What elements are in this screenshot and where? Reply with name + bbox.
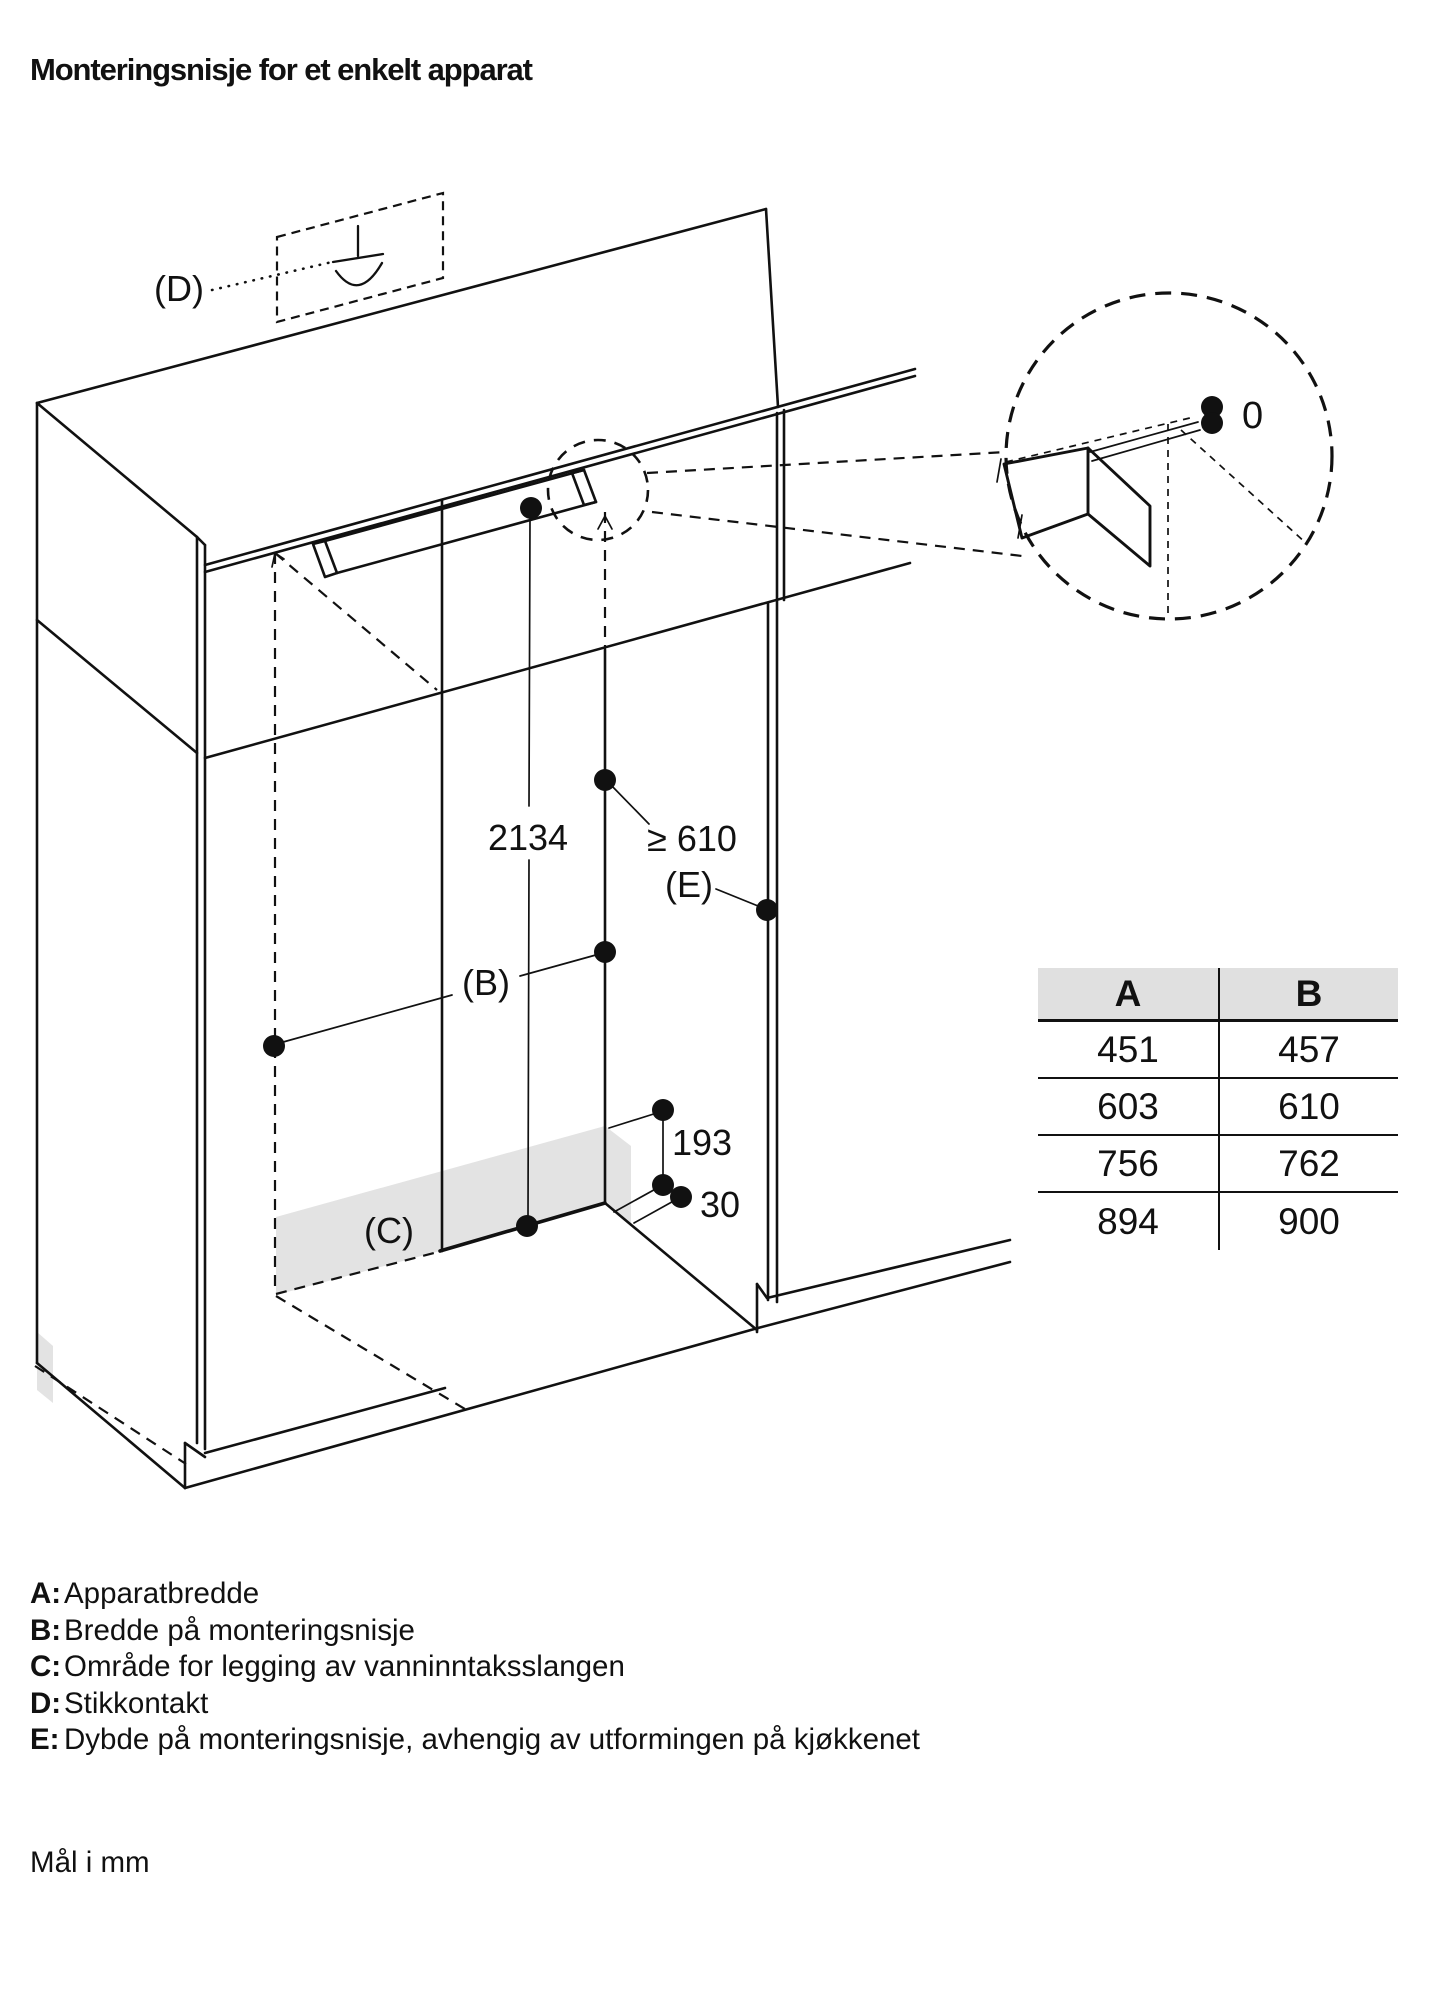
anchor-dot (594, 769, 616, 791)
label-offset-upper: 193 (672, 1122, 732, 1163)
anchor-dot (1201, 412, 1223, 434)
anchor-dot (1201, 396, 1223, 418)
legend-key: D: (30, 1686, 62, 1720)
socket-leader-dotted-line (210, 260, 334, 292)
legend-text: Dybde på monteringsnisje, avhengig av ut… (64, 1723, 920, 1757)
table-row: 603 610 (1038, 1079, 1398, 1136)
label-offset-lower: 30 (700, 1184, 740, 1225)
bracket-detail (996, 446, 1152, 568)
table-row: 894 900 (1038, 1193, 1398, 1250)
page-title: Monteringsnisje for et enkelt apparat (30, 52, 533, 87)
cell-b: 900 (1218, 1193, 1398, 1250)
legend-text: Apparatbredde (64, 1577, 260, 1610)
dimension-2134-line (527, 518, 531, 1219)
hidden-edges (34, 512, 613, 1465)
cell-b: 610 (1218, 1079, 1398, 1134)
cell-b: 762 (1218, 1136, 1398, 1191)
cell-a: 894 (1097, 1200, 1159, 1242)
dimension-table: A B 451 457 603 610 756 762 894 900 (1038, 968, 1398, 1250)
legend: A:Apparatbredde B:Bredde på monteringsni… (30, 1576, 920, 1759)
legend-key: A: (30, 1577, 62, 1610)
zero-pointer-line (1089, 421, 1199, 453)
water-hose-area-band (37, 1126, 631, 1403)
legend-item: D:Stikkontakt (30, 1686, 920, 1723)
leader-e (715, 888, 764, 909)
projection-lines (646, 450, 1023, 558)
anchor-dot (516, 1215, 538, 1237)
legend-text: Stikkontakt (64, 1686, 209, 1720)
anchor-dot (594, 941, 616, 963)
legend-key: E: (30, 1723, 60, 1757)
label-hose-ref: (C) (364, 1210, 414, 1251)
anchor-dot (652, 1174, 674, 1196)
dimension-table-header: A B (1038, 968, 1398, 1022)
label-zero: 0 (1242, 395, 1263, 437)
legend-key: B: (30, 1613, 62, 1647)
label-niche-height: 2134 (488, 817, 568, 858)
detail-zoom-circle: 0 (996, 291, 1334, 621)
anchor-dot (263, 1035, 285, 1057)
power-socket-icon (331, 224, 385, 287)
dimension-b-line (275, 952, 604, 1045)
cell-b: 457 (1218, 1022, 1398, 1077)
leader-610 (608, 782, 650, 825)
legend-item: E:Dybde på monteringsnisje, avhengig av … (30, 1722, 920, 1759)
legend-item: C:Område for legging av vanninntaksslang… (30, 1649, 920, 1686)
dimension-annotations (263, 497, 778, 1237)
socket-box (210, 191, 445, 324)
legend-text: Område for legging av vanninntaksslangen (64, 1650, 625, 1684)
column-header-a: A (1114, 972, 1142, 1014)
legend-item: A:Apparatbredde (30, 1576, 920, 1613)
detail-source-circle (546, 438, 650, 542)
legend-item: B:Bredde på monteringsnisje (30, 1613, 920, 1650)
diagram-labels: (D) 2134 ≥ 610 (E) (B) (C) 193 30 (154, 268, 740, 1251)
table-row: 756 762 (1038, 1136, 1398, 1193)
label-socket-ref: (D) (154, 268, 204, 309)
label-depth-min: ≥ 610 (647, 818, 737, 859)
legend-key: C: (30, 1650, 62, 1684)
anchor-dot (652, 1099, 674, 1121)
table-row: 451 457 (1038, 1022, 1398, 1079)
label-width-ref: (B) (462, 962, 510, 1003)
column-header-b: B (1218, 968, 1398, 1019)
anchor-dot (520, 497, 542, 519)
anchor-dot (670, 1186, 692, 1208)
cabinet-line-art (35, 207, 1012, 1490)
cell-a: 756 (1097, 1142, 1159, 1184)
cell-a: 603 (1097, 1085, 1159, 1127)
units-note: Mål i mm (30, 1846, 150, 1879)
anchor-dot (756, 899, 778, 921)
legend-text: Bredde på monteringsnisje (64, 1613, 415, 1647)
cell-a: 451 (1097, 1028, 1159, 1070)
label-depth-ref: (E) (665, 864, 713, 905)
